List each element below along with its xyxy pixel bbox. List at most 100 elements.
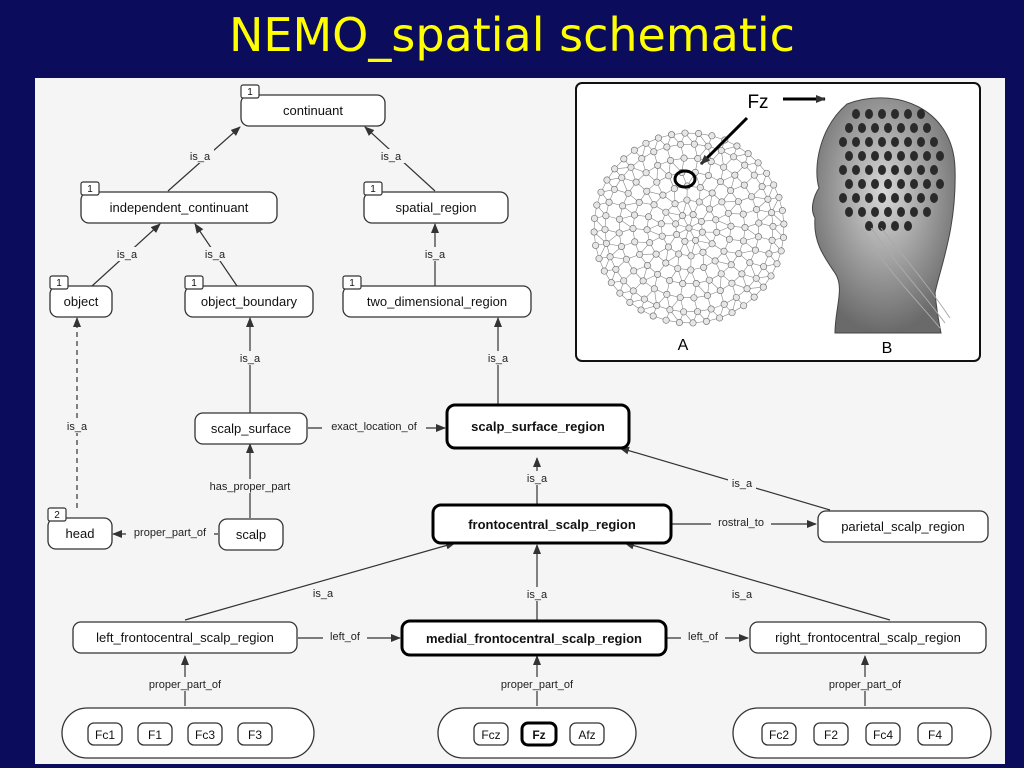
edge-label-left-of: left_of <box>688 631 719 643</box>
tag-two-dimensional-region: 1 <box>342 275 362 290</box>
svg-text:2: 2 <box>54 510 60 521</box>
edge-label-proper-part-of: proper_part_of <box>134 527 207 539</box>
tag-object-boundary: 1 <box>184 275 204 290</box>
edge-labels: is_a is_a is_a is_a is_a is_a is_a is_a … <box>63 149 909 691</box>
node-two-dimensional-region: two_dimensional_region <box>342 285 532 318</box>
node-label: scalp_surface <box>211 421 291 436</box>
node-label: scalp_surface_region <box>471 419 605 434</box>
electrode-label: Fz <box>532 728 545 742</box>
edge-right-frontocentral-is-a-frontocentral <box>624 541 891 621</box>
electrode-label: F2 <box>824 728 838 742</box>
edge-label-is-a: is_a <box>240 353 261 365</box>
electrode-fc1: Fc1 <box>87 722 123 746</box>
tag-object: 1 <box>49 275 69 290</box>
edge-label-exact-location-of: exact_location_of <box>331 421 418 433</box>
electrode-f2: F2 <box>813 722 849 746</box>
node-continuant: continuant <box>240 94 386 127</box>
tag-head: 2 <box>47 507 67 522</box>
svg-text:1: 1 <box>370 184 376 195</box>
electrode-f3: F3 <box>237 722 273 746</box>
electrode-label: Fc4 <box>873 728 893 742</box>
electrode-label: F4 <box>928 728 942 742</box>
electrode-label: F1 <box>148 728 162 742</box>
svg-text:1: 1 <box>349 278 355 289</box>
electrode-label: Fc2 <box>769 728 789 742</box>
edge-label-proper-part-of: proper_part_of <box>149 679 222 691</box>
edge-parietal-is-a-scalp-surface-region <box>619 446 831 511</box>
electrode-label: Afz <box>578 728 595 742</box>
node-right-frontocentral-scalp-region: right_frontocentral_scalp_region <box>749 621 987 654</box>
edge-label-is-a: is_a <box>527 589 548 601</box>
node-scalp-surface: scalp_surface <box>194 412 308 445</box>
electrode-f1: F1 <box>137 722 173 746</box>
edge-label-is-a: is_a <box>205 249 226 261</box>
edge-left-frontocentral-is-a-frontocentral <box>184 541 456 621</box>
edge-label-is-a: is_a <box>732 478 753 490</box>
electrode-fc3: Fc3 <box>187 722 223 746</box>
head-photo <box>812 97 956 334</box>
electrode-label: Fcz <box>481 728 500 742</box>
node-label: right_frontocentral_scalp_region <box>775 630 961 645</box>
svg-text:1: 1 <box>191 278 197 289</box>
node-label: object_boundary <box>201 294 298 309</box>
node-left-frontocentral-scalp-region: left_frontocentral_scalp_region <box>72 621 298 654</box>
callout-label-fz: Fz <box>747 92 768 113</box>
node-head: head <box>47 517 113 550</box>
electrode-fz: Fz <box>520 721 558 747</box>
tag-independent-continuant: 1 <box>80 181 100 196</box>
electrode-f4: F4 <box>917 722 953 746</box>
edge-label-rostral-to: rostral_to <box>718 517 764 529</box>
node-label: left_frontocentral_scalp_region <box>96 630 274 645</box>
node-label: continuant <box>283 103 343 118</box>
node-object-boundary: object_boundary <box>184 285 314 318</box>
nodes: continuant independent_continuant spatia… <box>47 94 989 657</box>
electrode-fc2: Fc2 <box>761 722 797 746</box>
figure-inset: Fz A B <box>575 82 981 362</box>
node-label: scalp <box>236 527 266 542</box>
svg-text:1: 1 <box>87 184 93 195</box>
electrode-label: Fc1 <box>95 728 115 742</box>
edge-label-is-a: is_a <box>190 151 211 163</box>
tag-continuant: 1 <box>240 84 260 99</box>
node-label: medial_frontocentral_scalp_region <box>426 631 642 646</box>
electrode-label: F3 <box>248 728 262 742</box>
node-label: head <box>66 526 95 541</box>
edge-label-proper-part-of: proper_part_of <box>501 679 574 691</box>
edge-label-has-proper-part: has_proper_part <box>210 481 291 493</box>
node-scalp-surface-region: scalp_surface_region <box>445 403 631 450</box>
edge-label-is-a: is_a <box>488 353 509 365</box>
node-tags: 1 1 1 1 1 1 2 <box>47 84 383 522</box>
electrode-fcz: Fcz <box>473 722 509 746</box>
electrodes: Fc1 F1 Fc3 F3 Fcz Fz Afz Fc2 F2 Fc4 F4 <box>87 721 953 747</box>
cap-electrodes <box>839 109 944 231</box>
diagram-panel: is_a is_a is_a is_a is_a is_a is_a is_a … <box>35 78 1005 764</box>
edge-label-is-a: is_a <box>381 151 402 163</box>
node-label: parietal_scalp_region <box>841 519 965 534</box>
tag-spatial-region: 1 <box>363 181 383 196</box>
node-label: spatial_region <box>396 200 477 215</box>
electrode-afz: Afz <box>569 722 605 746</box>
node-label: independent_continuant <box>110 200 249 215</box>
callout-arrow-a <box>699 116 749 166</box>
svg-text:1: 1 <box>56 278 62 289</box>
edge-label-left-of: left_of <box>330 631 361 643</box>
node-object: object <box>49 285 113 318</box>
node-spatial-region: spatial_region <box>363 191 509 224</box>
edge-label-proper-part-of: proper_part_of <box>829 679 902 691</box>
electrode-fc4: Fc4 <box>865 722 901 746</box>
node-label: two_dimensional_region <box>367 294 507 309</box>
node-frontocentral-scalp-region: frontocentral_scalp_region <box>431 503 673 545</box>
node-scalp: scalp <box>218 518 284 551</box>
edge-label-is-a: is_a <box>732 589 753 601</box>
node-label: frontocentral_scalp_region <box>468 517 636 532</box>
electrode-label: Fc3 <box>195 728 215 742</box>
fz-highlight-ring <box>673 169 697 189</box>
ontology-diagram: is_a is_a is_a is_a is_a is_a is_a is_a … <box>47 82 992 759</box>
edge-label-is-a: is_a <box>527 473 548 485</box>
edge-label-is-a: is_a <box>67 421 88 433</box>
node-independent-continuant: independent_continuant <box>80 191 278 224</box>
figure-label-a: A <box>678 337 689 354</box>
edge-label-is-a: is_a <box>313 588 334 600</box>
figure-label-b: B <box>882 340 893 357</box>
node-label: object <box>64 294 99 309</box>
